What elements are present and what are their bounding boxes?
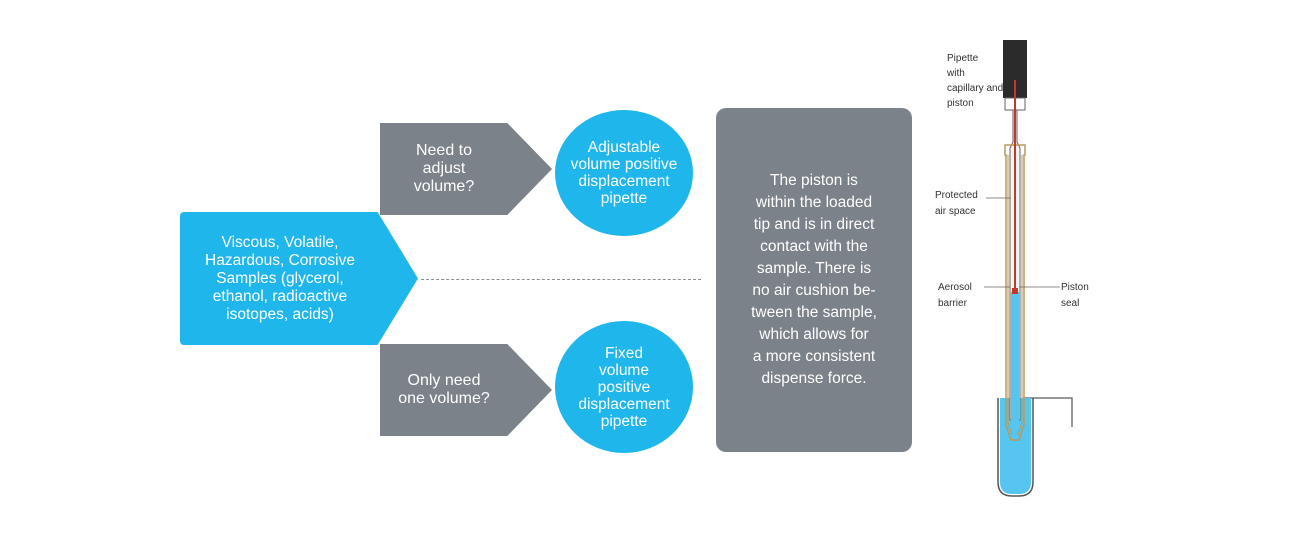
label-piston-seal: Piston seal: [1061, 282, 1092, 309]
sample-type-text: Viscous, Volatile, Hazardous, Corrosive …: [205, 233, 355, 323]
label-pipette: Pipette with capillary and piston: [946, 53, 1006, 109]
piston: [1014, 80, 1016, 292]
question-fixed-text: Only need one volume?: [398, 372, 490, 407]
question-adjust-text: Need to adjust volume?: [413, 142, 475, 195]
adjustable-pipette-circle: Adjustable volume positive displacement …: [555, 110, 693, 236]
sample-type-arrow: Viscous, Volatile, Hazardous, Corrosive …: [180, 212, 418, 345]
beaker: [997, 397, 1073, 497]
pipette-diagram: Pipette with capillary and piston Protec…: [935, 40, 1092, 497]
question-adjust-volume: Need to adjust volume?: [380, 123, 552, 215]
question-one-volume: Only need one volume?: [380, 344, 552, 436]
description-text: The piston is within the loaded tip and …: [751, 172, 877, 387]
piston-seal: [1012, 288, 1018, 294]
description-box: The piston is within the loaded tip and …: [716, 108, 912, 452]
fixed-pipette-circle: Fixed volume positive displacement pipet…: [555, 321, 693, 453]
label-aerosol-barrier: Aerosol barrier: [938, 282, 975, 309]
dashed-connector: [421, 279, 701, 280]
tip-liquid: [1011, 292, 1019, 433]
label-protected-air-space: Protected air space: [935, 190, 981, 217]
pipette-tip: [1004, 144, 1026, 441]
